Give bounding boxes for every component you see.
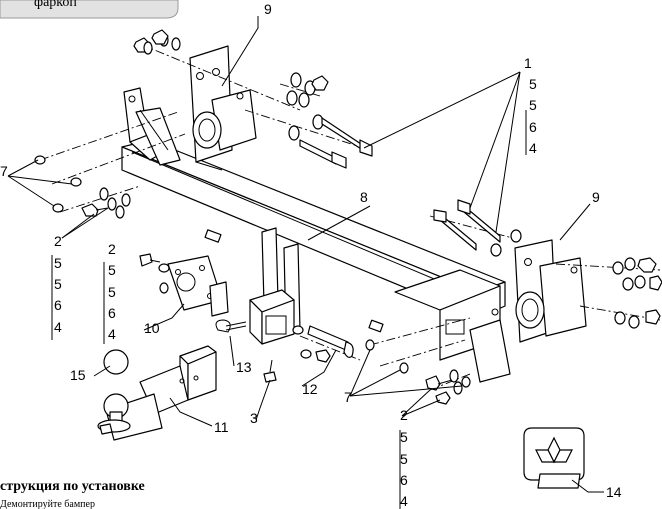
bolts-left (81, 187, 131, 219)
receiver-assembly (204, 227, 384, 345)
mitsubishi-emblem (523, 427, 585, 489)
hitch-pin (292, 325, 354, 363)
long-bolt-middle (299, 139, 347, 169)
long-bolt-upper (321, 117, 373, 157)
callout-5-left-a: 5 (54, 255, 62, 271)
callout-6-socket: 6 (108, 305, 116, 321)
callout-5-right-b: 5 (400, 451, 408, 467)
tow-ball (97, 349, 131, 435)
callout-4-top: 4 (529, 140, 537, 156)
header-tab-text: фаркоп (34, 0, 77, 10)
callout-15: 15 (70, 367, 86, 383)
callout-10: 10 (144, 320, 160, 336)
leader-lines (7, 16, 604, 509)
cotter-clip (215, 319, 247, 333)
instructions-step-1: Демонтируйте бампер (0, 499, 95, 509)
callout-7-right: 7 (344, 389, 352, 405)
callout-3: 3 (250, 410, 258, 426)
fastener-stack-top-right (286, 72, 329, 141)
callout-2-socket: 2 (108, 241, 116, 257)
callout-2-right: 2 (400, 407, 408, 423)
callout-5-socket-a: 5 (108, 262, 116, 278)
callout-5-right-a: 5 (400, 429, 408, 445)
long-bolt-right (457, 199, 501, 243)
callout-labels: 9 1 5 5 6 4 7 8 9 2 5 5 6 4 2 5 5 6 4 10… (0, 1, 622, 509)
callout-7-left: 7 (0, 163, 8, 179)
callout-6-left: 6 (54, 297, 62, 313)
callout-9-top: 9 (264, 1, 272, 17)
small-bolt (263, 359, 277, 383)
right-end-bracket (394, 269, 511, 383)
washers-right (365, 339, 471, 388)
callout-9-right: 9 (592, 189, 600, 205)
callout-6-right: 6 (400, 472, 408, 488)
bolts-right-lower (425, 369, 463, 405)
long-bolt-right-2 (433, 209, 522, 257)
washers-left (34, 155, 82, 213)
left-end-bracket (123, 87, 181, 166)
callout-11: 11 (214, 419, 229, 435)
fastener-stack-top-left (133, 29, 181, 55)
callout-13: 13 (236, 359, 252, 375)
callout-1: 1 (524, 55, 532, 71)
callout-4-socket: 4 (108, 326, 116, 342)
callout-14: 14 (606, 484, 622, 500)
right-mounting-plate (514, 239, 587, 343)
callout-5-left-b: 5 (54, 276, 62, 292)
callout-4-right: 4 (400, 493, 408, 509)
callout-5-socket-b: 5 (108, 284, 116, 300)
callout-12: 12 (302, 381, 318, 397)
callout-2-left: 2 (54, 233, 62, 249)
callout-4-left: 4 (54, 319, 62, 335)
instructions-title: струкция по установке (0, 479, 145, 494)
socket-plate (139, 253, 229, 317)
callout-5-top-b: 5 (529, 97, 537, 113)
header-tab: фаркоп (0, 0, 179, 19)
installation-instructions: струкция по установке Демонтируйте бампе… (0, 479, 145, 509)
left-mounting-plate (189, 45, 257, 171)
callout-6-top: 6 (529, 119, 537, 135)
fastener-stack-right (612, 257, 662, 329)
callout-8: 8 (360, 189, 368, 205)
callout-5-top-a: 5 (529, 76, 537, 92)
